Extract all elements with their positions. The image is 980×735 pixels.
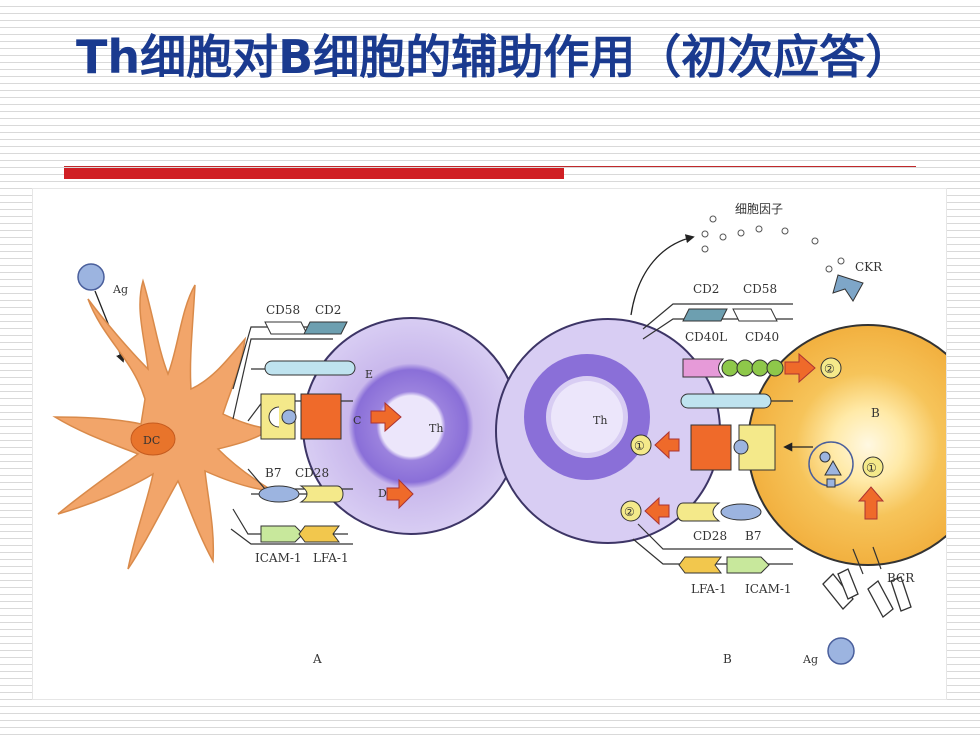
label-icam1-b: ICAM-1 [745,582,792,596]
tcr-a [300,393,342,440]
th-nucleus-center-b [551,381,623,453]
cd58-molecule-a [264,321,308,335]
title-underline-bar [64,168,564,179]
label-cytokine: 细胞因子 [735,202,783,216]
label-th-b: Th [593,414,607,427]
peptide-b [733,439,749,455]
adhesion-pair-b [680,393,772,409]
marker-d: D [378,487,387,500]
num-badge-2-top [820,357,842,379]
title-underline-thin [64,166,916,167]
label-b: B [871,406,880,420]
marker-e: E [365,368,373,381]
ckr-receptor [832,274,864,302]
b7-molecule-a [258,485,300,503]
cytokine-release-arrow [630,234,695,316]
b7-molecule-b [720,503,762,521]
signal-arrow-cd40 [784,352,816,384]
marker-c: C [353,414,361,427]
adhesion-pair-e [264,360,356,376]
tcr-b [690,424,732,471]
slide-title: Th细胞对B细胞的辅助作用（初次应答） [76,30,912,84]
label-cd28-a: CD28 [295,466,329,480]
mhc-peptide-b [738,424,776,471]
num-1-right: ① [866,461,877,475]
label-cd40: CD40 [745,330,779,344]
cd40-molecule [721,359,784,377]
processed-ag-1 [819,451,831,463]
num-1-left: ① [634,439,645,453]
cd58-molecule-b [732,308,778,322]
num-badge-1-left [630,434,652,456]
num-badge-1-right [862,456,884,478]
antigen-a [77,263,105,291]
label-cd2-a: CD2 [315,303,341,317]
diagram-figure: Ag DC Th CD58 CD2 E C B7 CD28 D ICAM-1 L… [32,188,947,700]
cd2-molecule-b [682,308,728,322]
dc-nucleus [130,422,176,456]
peptide-a [281,409,297,425]
cd28-molecule-b [676,502,721,522]
bcr-receptors [822,568,912,618]
signal-arrow-cd28 [644,496,670,526]
bcr-pointer-lines [852,546,882,575]
icam1-molecule-a [260,525,304,543]
label-dc: DC [143,434,160,447]
label-lfa1-b: LFA-1 [691,582,727,596]
signal-arrow-tcr [654,430,680,460]
lfa1-molecule-b [678,556,722,574]
signal-arrow-bcr [857,486,885,520]
caption-a: A [312,652,322,666]
label-cd40l: CD40L [685,330,727,344]
label-b7-a: B7 [265,466,281,480]
signal-arrow-d [386,478,414,510]
cytokine-dots [701,215,845,273]
label-bcr: BCR [887,571,915,585]
icam1-molecule-b [726,556,770,574]
caption-b: B [723,652,732,666]
label-cd28-b: CD28 [693,529,727,543]
label-cd58-a: CD58 [266,303,300,317]
label-th-a: Th [429,422,443,435]
label-lfa1-a: LFA-1 [313,551,349,565]
num-2-bottom: ② [624,505,635,519]
label-ag-a: Ag [112,283,128,296]
label-ag-b: Ag [802,653,818,666]
antigen-b [827,637,855,665]
label-b7-b: B7 [745,529,761,543]
mhc-peptide-a [260,393,296,440]
label-ckr: CKR [855,260,883,274]
diagram-svg: Ag DC Th CD58 CD2 E C B7 CD28 D ICAM-1 L… [52,202,946,666]
cd2-molecule-a [303,321,348,335]
processed-ag-3 [826,478,836,488]
label-icam1-a: ICAM-1 [255,551,302,565]
cd40l-molecule [682,358,725,378]
lfa1-molecule-a [298,525,340,543]
cd28-molecule-a [299,485,344,503]
label-cd58-b: CD58 [743,282,777,296]
processed-ag-2 [824,459,842,476]
label-cd2-b: CD2 [693,282,719,296]
num-2-top: ② [824,362,835,376]
num-badge-2-bottom [620,500,642,522]
th-nucleus-b [524,354,650,480]
signal-arrow-c [370,401,402,433]
